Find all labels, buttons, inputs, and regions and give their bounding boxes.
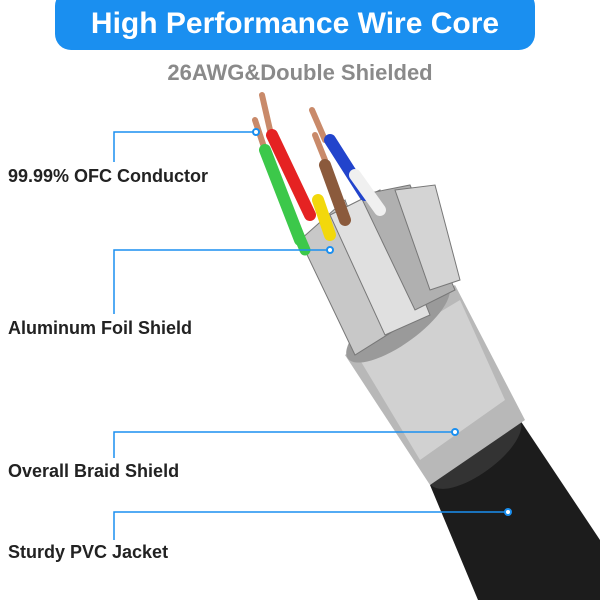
banner-title: High Performance Wire Core	[90, 7, 500, 40]
callout-line-jacket	[113, 511, 508, 540]
wires	[252, 92, 386, 256]
label-foil-shield: Aluminum Foil Shield	[8, 318, 192, 338]
label-braid-shield: Overall Braid Shield	[8, 461, 180, 481]
callout-dot-jacket	[504, 508, 512, 516]
callout-line-foil	[113, 249, 330, 314]
subtitle: 26AWG&Double Shielded	[167, 60, 433, 85]
callout-line-braid	[113, 431, 455, 458]
callout-dot-conductor	[252, 128, 260, 136]
foil-shields	[299, 184, 461, 356]
callout-line-conductor	[113, 131, 256, 162]
title-banner: High Performance Wire Core	[55, 0, 535, 50]
callout-dot-foil	[326, 246, 334, 254]
callout-dot-braid	[451, 428, 459, 436]
label-pvc-jacket: Sturdy PVC Jacket	[8, 542, 169, 562]
label-conductor: 99.99% OFC Conductor	[8, 166, 209, 186]
